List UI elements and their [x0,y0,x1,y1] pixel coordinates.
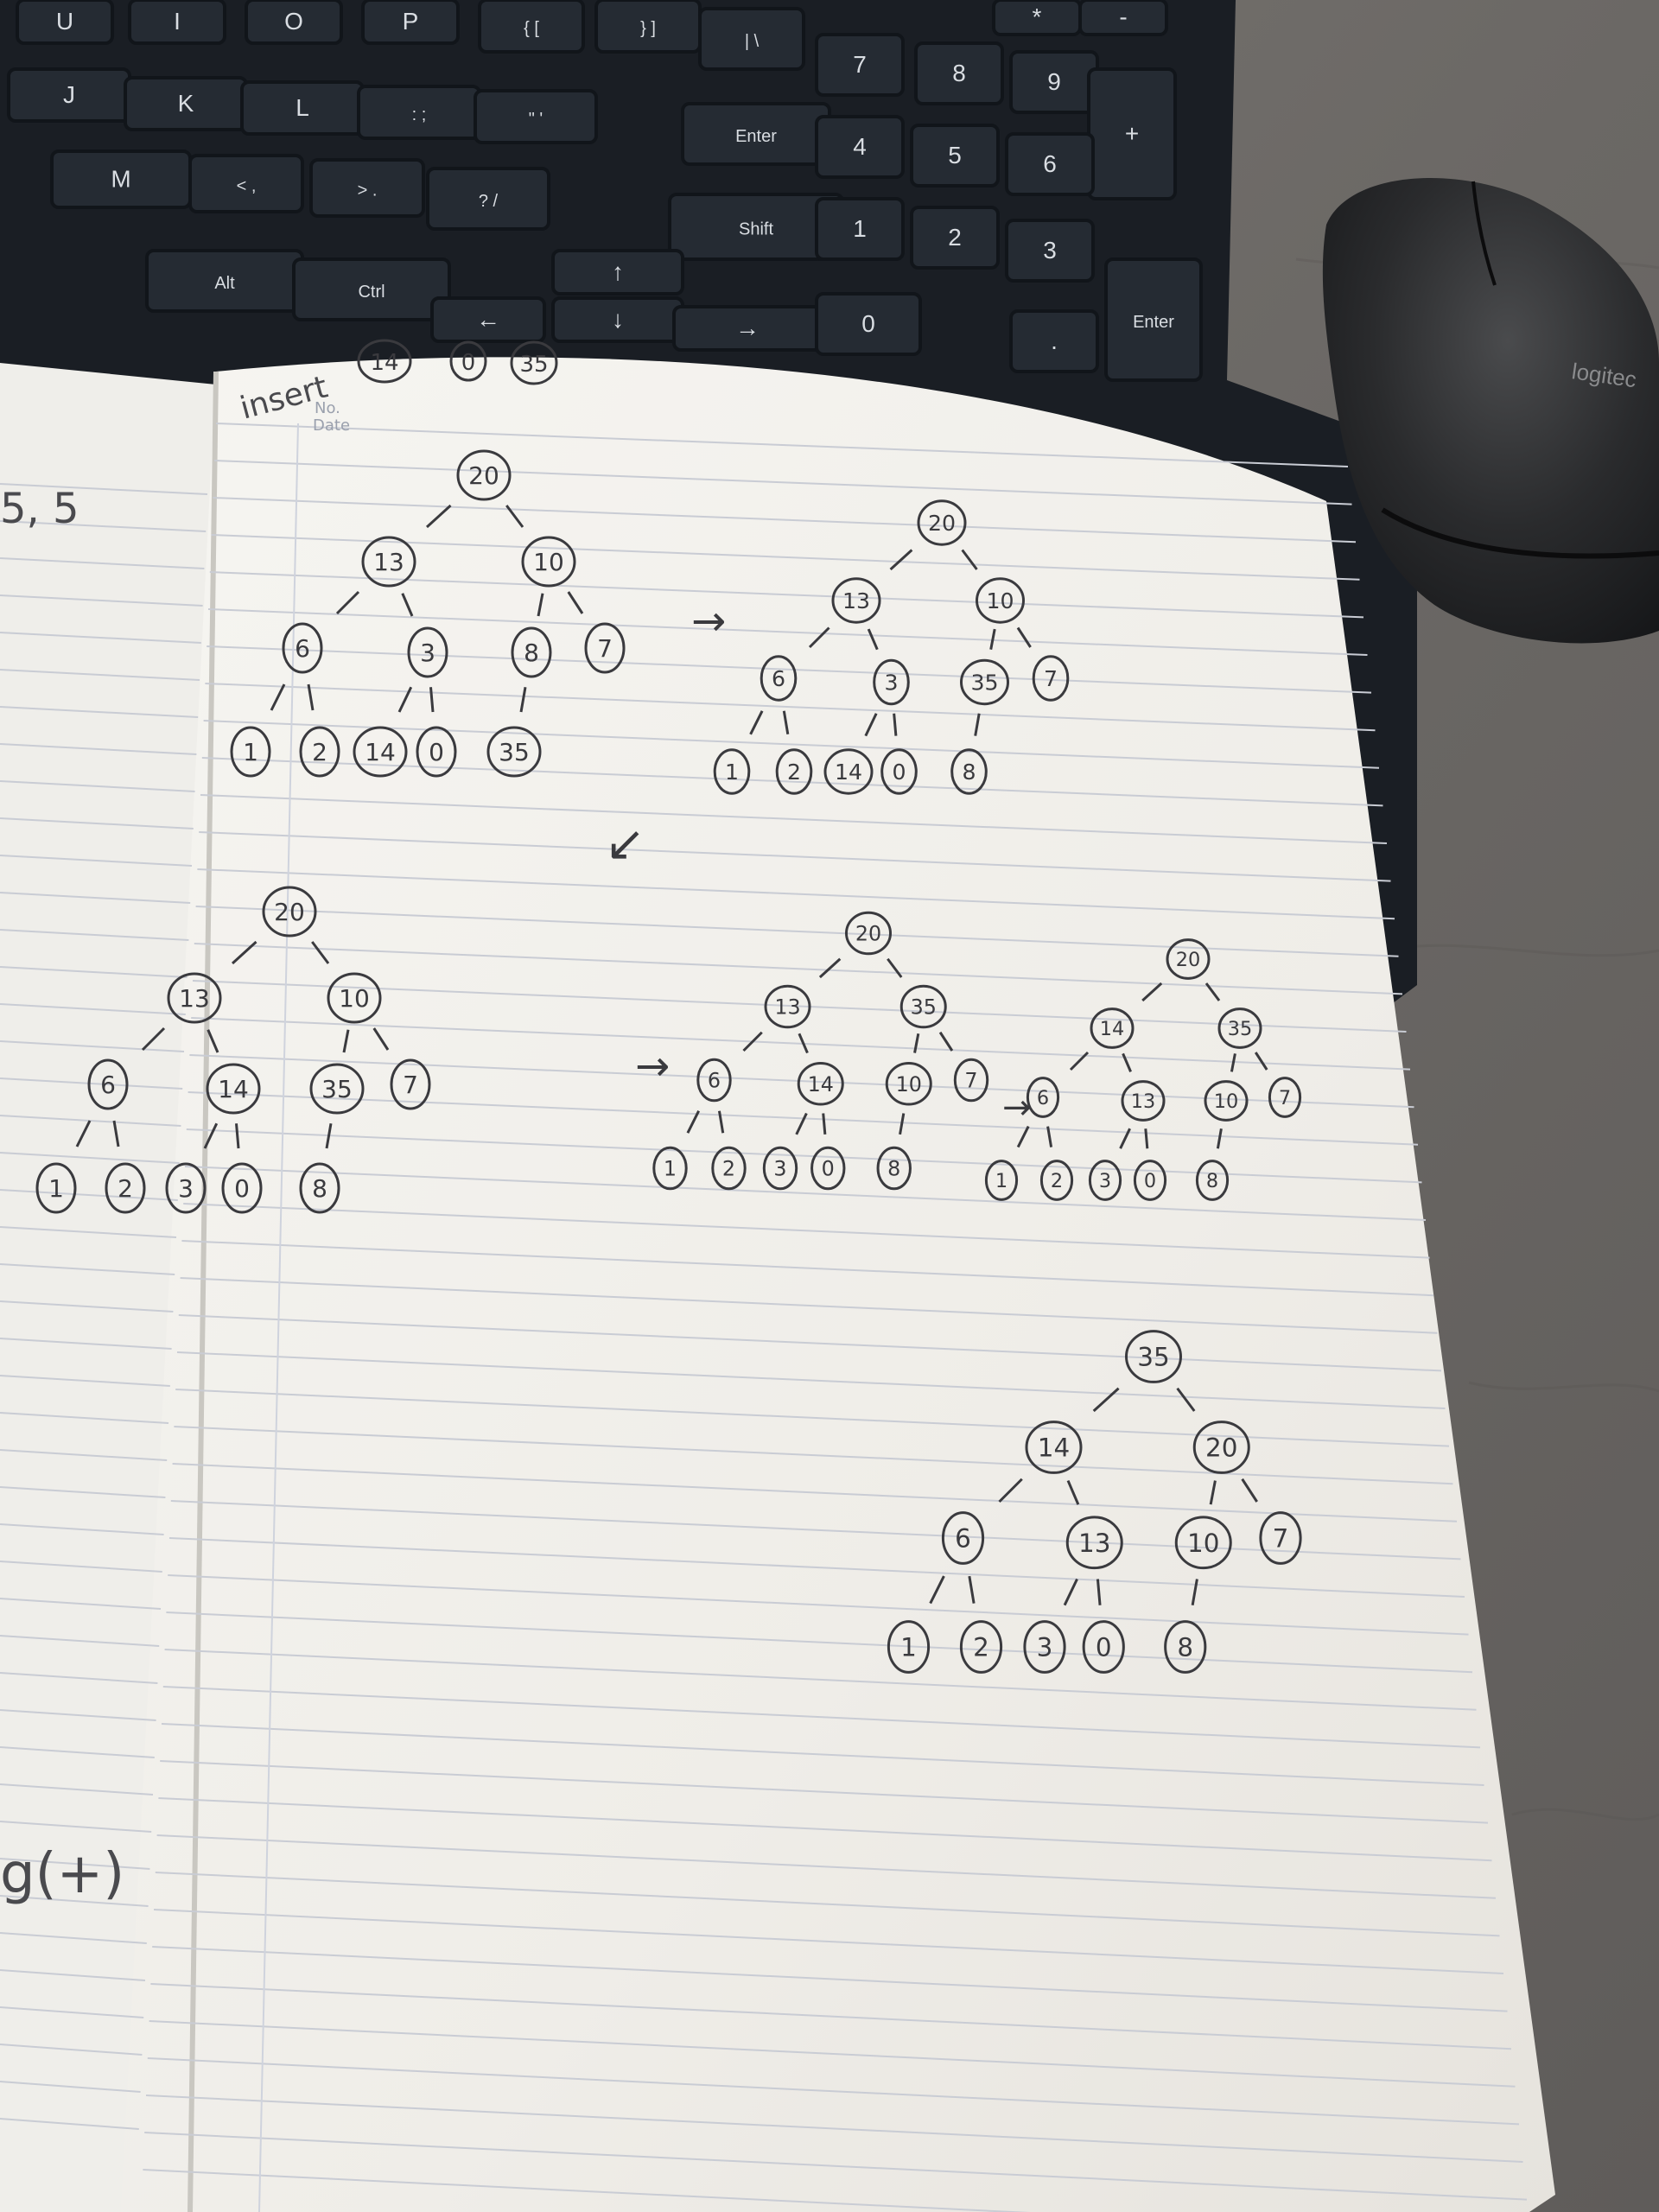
numpad-key-label: * [1033,3,1042,30]
keyboard-key-label: O [284,8,303,35]
keyboard-key-label: ↑ [612,258,624,285]
numpad-key-label: 3 [1043,237,1057,264]
numpad-key[interactable]: * [992,0,1082,36]
keyboard-key[interactable]: P [361,0,460,45]
keyboard-key[interactable]: { [ [478,0,585,54]
keyboard-key-label: | \ [745,32,760,51]
numpad-key[interactable]: Enter [1104,257,1203,382]
numpad-key[interactable]: . [1009,309,1099,373]
keyboard-key[interactable]: > . [309,158,425,218]
keyboard-key[interactable]: : ; [357,85,481,140]
keyboard-key[interactable]: ↓ [551,296,684,343]
keyboard-key-label: P [403,8,419,35]
keyboard-key-label: Shift [739,220,773,239]
numpad-key-label: 9 [1047,68,1061,95]
numpad-key-label: - [1119,3,1127,30]
keyboard-key[interactable]: O [245,0,343,45]
numpad-key[interactable]: 3 [1005,219,1095,283]
numpad-key-label: 7 [853,51,867,78]
keyboard-key-label: J [63,81,75,108]
numpad-key[interactable]: 6 [1005,132,1095,196]
keyboard-key-label: Enter [735,127,777,146]
keyboard-key[interactable]: Enter [681,102,831,166]
keyboard-key-label: Alt [214,274,235,293]
keyboard-key[interactable]: < , [188,154,304,213]
keyboard-key-label: > . [358,181,378,200]
numpad-key[interactable]: 0 [815,292,922,356]
keyboard-key[interactable]: ? / [426,167,550,231]
keyboard-key-label: M [111,166,130,193]
keyboard-key[interactable]: J [7,67,131,123]
numpad-key-label: 1 [853,215,867,242]
numpad-key[interactable]: 8 [914,41,1004,105]
numpad-key-label: Enter [1133,313,1174,332]
numpad-key-label: 5 [948,142,962,168]
numpad-key-label: 2 [948,224,962,251]
keyboard-key[interactable]: " ' [474,89,598,144]
keyboard-key-label: < , [237,177,257,196]
right-page [121,357,1555,2212]
numpad-key-label: 0 [861,310,875,337]
numpad-key[interactable]: 7 [815,33,905,97]
keyboard-key[interactable]: M [50,149,192,209]
keyboard-key[interactable]: U [16,0,114,45]
notebook [0,357,1555,2212]
keyboard-key-label: : ; [412,105,427,124]
numpad-key[interactable]: 4 [815,115,905,179]
numpad-key[interactable]: 2 [910,206,1000,270]
keyboard-key-label: ↓ [612,306,624,333]
keyboard-key-label: K [178,90,194,117]
numpad-key-label: 8 [952,60,966,86]
keyboard-key[interactable]: → [672,305,823,352]
keyboard-key-label: " ' [529,110,543,129]
keyboard-key-label: { [ [524,19,539,38]
left-page [0,363,216,2212]
keyboard-key-label: L [296,94,309,121]
keyboard-key[interactable]: | \ [698,7,805,71]
keyboard-key-label: I [174,8,181,35]
numpad-key-label: . [1051,327,1058,354]
keyboard-key-label: → [735,315,760,341]
computer-mouse[interactable]: logitec [1322,178,1659,644]
numpad-key[interactable]: 5 [910,124,1000,188]
margin-line [258,423,299,2212]
keyboard-key-label: U [56,8,73,35]
keyboard-key[interactable]: Alt [145,249,304,313]
numpad-key[interactable]: - [1078,0,1168,36]
keyboard-key-label: } ] [640,19,656,38]
keyboard-key[interactable]: ↑ [551,249,684,296]
numpad-key-label: 4 [853,133,867,160]
keyboard-key[interactable]: } ] [594,0,702,54]
keyboard-key[interactable]: L [240,80,365,136]
numpad-key[interactable]: 1 [815,197,905,261]
numpad-key[interactable]: + [1087,67,1177,200]
keyboard-key[interactable]: ← [430,296,546,343]
keyboard-key-label: ? / [479,192,499,211]
keyboard-key[interactable]: K [124,76,248,131]
numpad-key-label: + [1125,120,1139,147]
keyboard-key-label: Ctrl [358,283,385,302]
keyboard-key[interactable]: I [128,0,226,45]
keyboard-key[interactable]: Ctrl [292,257,451,321]
keyboard-key-label: ← [476,306,500,333]
numpad-key[interactable]: 9 [1009,50,1099,114]
numpad-key-label: 6 [1043,150,1057,177]
